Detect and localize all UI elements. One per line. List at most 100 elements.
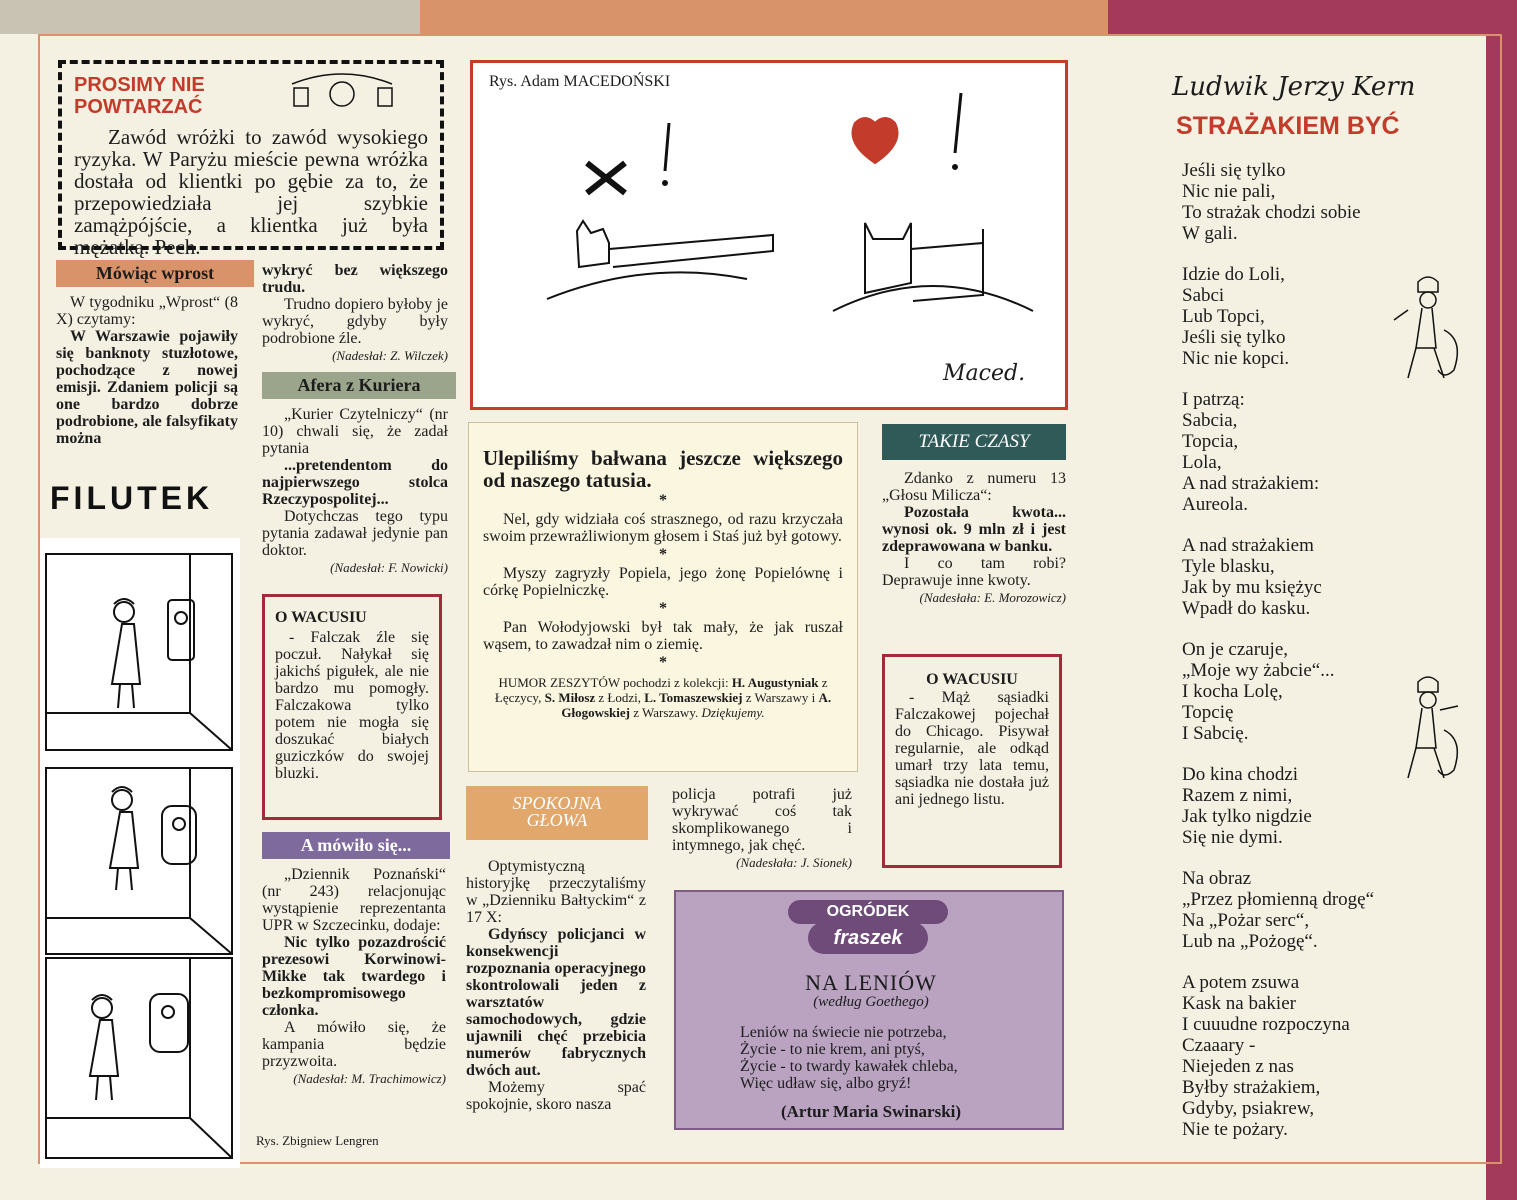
poem-line: Jeśli się tylko [1182, 327, 1286, 348]
spokojna-credit: (Nadesłała: J. Sionek) [736, 855, 852, 870]
comic-strip-panel [40, 538, 240, 1168]
takie-czasy-header: TAKIE CZASY [882, 424, 1066, 460]
prosimy-title-line2: POWTARZAĆ [74, 96, 203, 118]
takie-tail: I co tam robi? Deprawuje inne kwoty. [882, 555, 1066, 589]
afera-z-kuriera-header: Afera z Kuriera [262, 372, 456, 399]
spokojna-header-line2: GŁOWA [526, 810, 588, 830]
spokojna-intro: Optymistyczną historyjkę przeczytaliśmy … [466, 858, 646, 926]
afera-intro: „Kurier Czytelniczy“ (nr 10) chwali się,… [262, 406, 448, 457]
spokojna-glowa-header: SPOKOJNA GŁOWA [466, 786, 648, 840]
fraszka-line: Więc udław się, albo gryź! [740, 1075, 912, 1092]
humor-separator-1: * [659, 492, 667, 509]
fraszka-line: Życie - to nie krem, ani ptyś, [740, 1041, 925, 1058]
poem-line: Lub na „Pożogę“. [1182, 931, 1318, 952]
fraszka-poem: Leniów na świecie nie potrzeba, Życie - … [740, 1024, 958, 1092]
poem-line: Się nie dymi. [1182, 827, 1283, 848]
poem-line: On je czaruje, [1182, 639, 1289, 660]
lengren-credit: Rys. Zbigniew Lengren [256, 1133, 379, 1148]
poem-line: Sabci [1182, 285, 1225, 306]
cartoon-credit: Rys. Adam MACEDOŃSKI [489, 73, 671, 90]
humor-separator-3: * [659, 600, 667, 617]
mowilo-credit: (Nadesłał: M. Trachimowicz) [293, 1071, 446, 1086]
prosimy-title-line1: PROSIMY NIE [74, 74, 205, 96]
poem-line: Wpadł do kasku. [1182, 598, 1311, 619]
poem-line: Lub Topci, [1182, 306, 1265, 327]
poem-stanza: On je czaruje,„Moje wy żabcie“...I kocha… [1182, 639, 1452, 744]
humor-item-2: Myszy zagryzły Popiela, jego żonę Popiel… [483, 565, 843, 599]
poem-line: Topcia, [1182, 431, 1239, 452]
firefighter-illustration [1393, 276, 1459, 379]
poem-line: I kocha Lolę, [1182, 681, 1283, 702]
poem-line: Lola, [1182, 452, 1222, 473]
humor-src-text: z Warszawy i [742, 690, 819, 705]
mowiac-quote: W Warszawie pojawiły się banknoty stuzło… [56, 328, 238, 447]
humor-src-name: H. Augustyniak [731, 675, 819, 690]
a-mowilo-sie-header: A mówiło się... [262, 832, 450, 859]
humor-separator-4: * [659, 654, 667, 671]
poem-line: Nic nie kopci. [1182, 348, 1290, 369]
ogrodek-fraszek-box: OGRÓDEK fraszek NA LENIÓW (według Goethe… [674, 890, 1064, 1130]
poem-stanza: Na obraz„Przez płomienną drogę“Na „Pożar… [1182, 868, 1452, 952]
spokojna-glowa-text: Optymistyczną historyjkę przeczytaliśmy … [466, 858, 646, 1113]
poem-line: Sabcia, [1182, 410, 1238, 431]
o-wacusiu-title-2: O WACUSIU [926, 671, 1018, 688]
mowiac-wprost-continuation: wykryć bez większego trudu. Trudno dopie… [262, 262, 448, 364]
poem-line: To strażak chodzi sobie [1182, 202, 1361, 223]
poem-line: Topcię [1182, 702, 1234, 723]
poem-line: Nie te pożary. [1182, 1119, 1288, 1140]
poem-title: STRAŻAKIEM BYĆ [1176, 112, 1400, 140]
poem-line: I Sabcię. [1182, 723, 1249, 744]
takie-intro: Zdanko z numeru 13 „Głosu Milicza“: [882, 470, 1066, 504]
poem-line: A nad strażakiem: [1182, 473, 1320, 494]
humor-zeszytow-box: Ulepiliśmy bałwana jeszcze większego od … [468, 422, 858, 772]
poem-author: Ludwik Jerzy Kern [1172, 72, 1416, 102]
prosimy-title: PROSIMY NIE POWTARZAĆ [74, 74, 224, 118]
mowilo-tail: A mówiło się, że kampania będzie przyzwo… [262, 1019, 446, 1070]
mowiac-wprost-text: W tygodniku „Wprost“ (8 X) czytamy: W Wa… [56, 294, 238, 447]
humor-src-name: S. Miłosz [544, 690, 596, 705]
humor-src-name: A. Głogowskiej [561, 690, 832, 720]
mowilo-quote: Nic tylko pozazdrościć prezesowi Korwino… [262, 934, 446, 1019]
fraszka-line: Leniów na świecie nie potrzeba, [740, 1024, 947, 1041]
macedonski-cartoon: Rys. Adam MACEDOŃSKI Maced. [470, 60, 1068, 410]
ogrodek-fraszek-logo: OGRÓDEK fraszek [768, 900, 968, 960]
page-frame [38, 34, 1502, 1164]
o-wacusiu-body-1: - Falczak źle się poczuł. Nałykał się ja… [275, 629, 429, 782]
spokojna-tail: Możemy spać spokojnie, skoro nasza [466, 1079, 646, 1113]
lengren-comic-strip-drawing [45, 553, 233, 1159]
o-wacusiu-title-1: O WACUSIU [275, 609, 367, 626]
ogrodek-logo-bottom: fraszek [808, 922, 928, 954]
afera-tail: Dotychczas tego typu pytania zadawał jed… [262, 508, 448, 559]
poem-line: „Przez płomienną drogę“ [1182, 889, 1375, 910]
prosimy-nie-powtarzac-box: PROSIMY NIE POWTARZAĆ Zawód wróżki to za… [58, 60, 444, 258]
o-wacusiu-box-2: O WACUSIU - Mąż sąsiadki Falczakowej poj… [882, 654, 1062, 868]
spokojna-quote: Gdyńscy policjanci w konsekwencji rozpoz… [466, 926, 646, 1079]
o-wacusiu-body-2: - Mąż sąsiadki Falczakowej pojechał do C… [895, 689, 1049, 808]
poem-line: I cuuudne rozpoczyna [1182, 1014, 1350, 1035]
takie-quote: Pozostała kwota... wynosi ok. 9 mln zł i… [882, 504, 1066, 555]
filutek-logo: FILUTEK [50, 480, 214, 516]
cartoon-signature: Maced. [943, 361, 1026, 386]
poem-line: Jak tylko nigdzie [1182, 806, 1312, 827]
humor-src-text: z Łęczycy, [494, 675, 828, 705]
fraszka-author: (Artur Maria Swinarski) [780, 1102, 962, 1121]
humor-src-thanks: Dziękujemy. [701, 705, 765, 720]
humor-src-text: HUMOR ZESZYTÓW pochodzi z kolekcji: [498, 675, 732, 690]
poem-line: Niejeden z nas [1182, 1056, 1294, 1077]
poem-line: Kask na bakier [1182, 993, 1296, 1014]
fraszka-subtitle: (według Goethego) [813, 994, 929, 1010]
poem-line: Czaaary - [1182, 1035, 1256, 1056]
fortune-teller-icon [291, 73, 393, 107]
fraszka-line: Życie - to twardy kawałek chleba, [740, 1058, 958, 1075]
masthead-band [0, 0, 1517, 34]
spokojna-header-line1: SPOKOJNA [512, 793, 602, 813]
humor-separator-2: * [659, 546, 667, 563]
poem-line: Do kina chodzi [1182, 764, 1299, 785]
mowiac-quote-cont: wykryć bez większego trudu. [262, 262, 448, 296]
poem-stanza: I patrzą:Sabcia,Topcia,Lola,A nad straża… [1182, 389, 1452, 515]
